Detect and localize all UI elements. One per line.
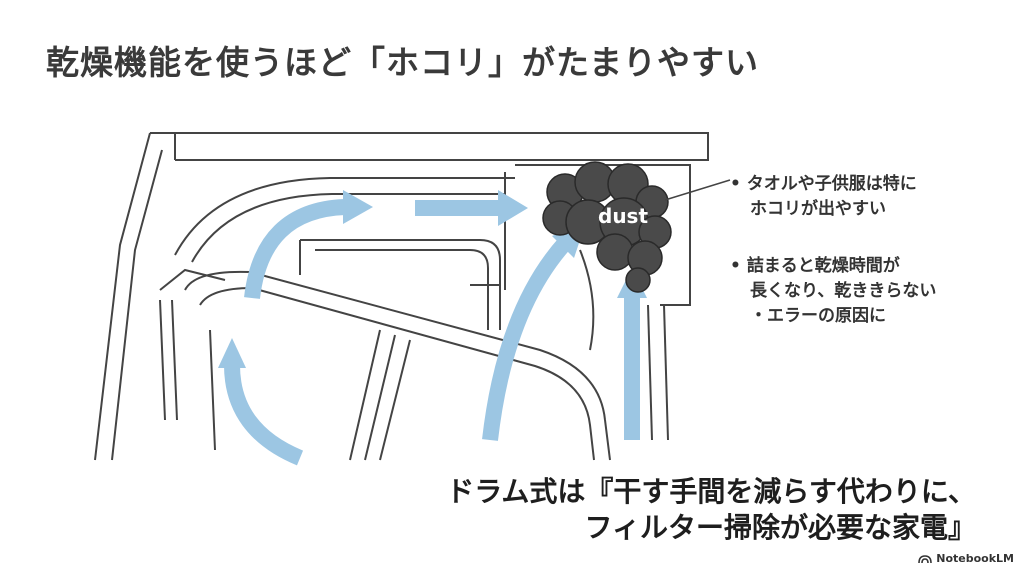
- logo-text: NotebookLM: [936, 552, 1014, 565]
- bottom-message-line-1: ドラム式は『干す手間を減らす代わりに、: [446, 470, 976, 510]
- notebooklm-logo: NotebookLM: [918, 552, 1014, 565]
- dust-callout-line: [665, 180, 730, 200]
- bullet-1-line-1: タオルや子供服は特に: [730, 172, 917, 197]
- bullet-2-line-1: 詰まると乾燥時間が: [730, 254, 936, 279]
- notebooklm-icon: [918, 554, 932, 564]
- bullet-2-line-2: 長くなり、乾ききらない: [730, 279, 936, 304]
- bullet-item-1: タオルや子供服は特に ホコリが出やすい: [730, 172, 917, 222]
- bullet-2-line-3: ・エラーの原因に: [730, 304, 936, 329]
- bottom-message-line-2: フィルター掃除が必要な家電』: [585, 506, 976, 546]
- bullet-1-line-2: ホコリが出やすい: [730, 197, 917, 222]
- dust-label: dust: [598, 204, 648, 228]
- bullet-item-2: 詰まると乾燥時間が 長くなり、乾ききらない ・エラーの原因に: [730, 254, 936, 329]
